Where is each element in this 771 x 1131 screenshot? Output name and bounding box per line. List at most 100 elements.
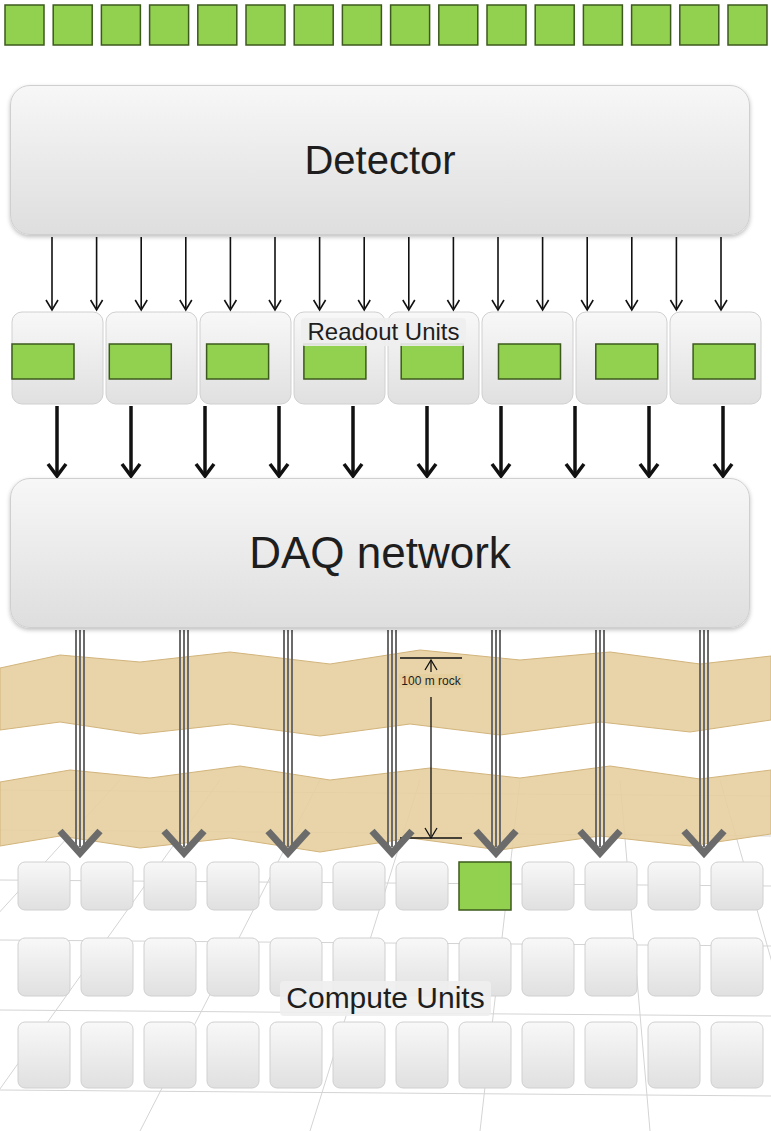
rock-band <box>0 650 771 736</box>
data-fragment-square <box>401 344 463 379</box>
compute-unit <box>270 862 322 910</box>
compute-unit <box>396 862 448 910</box>
rock-band <box>0 766 771 852</box>
readout-unit <box>670 312 761 404</box>
data-fragment-square <box>680 5 719 45</box>
arrow-head <box>492 300 504 310</box>
compute-unit <box>144 938 196 996</box>
readout-unit <box>200 312 291 404</box>
grid-line <box>0 1090 771 1096</box>
arrow-head <box>640 464 658 476</box>
flow-arrows <box>60 630 724 853</box>
compute-unit <box>18 938 70 996</box>
arrow-head <box>358 300 370 310</box>
arrow-shaft <box>283 630 285 847</box>
arrow-shaft <box>699 630 701 847</box>
compute-unit <box>18 1022 70 1088</box>
arrow-shaft <box>542 237 544 308</box>
compute-unit <box>711 1022 763 1088</box>
compute-unit <box>207 862 259 910</box>
data-fragment-square <box>596 344 658 379</box>
arrow-shaft <box>595 630 597 847</box>
readout-unit <box>12 312 103 404</box>
compute-unit <box>585 938 637 996</box>
arrow-shaft <box>425 406 429 474</box>
arrow-shaft <box>277 406 281 474</box>
data-fragment-square <box>53 5 92 45</box>
compute-unit <box>522 938 574 996</box>
arrow-head <box>418 464 436 476</box>
arrow-shaft <box>499 406 503 474</box>
arrow-head <box>269 300 281 310</box>
readout-unit-boxes <box>12 312 761 404</box>
arrow-shaft <box>351 406 355 474</box>
arrow-shaft <box>703 630 705 847</box>
compute-unit <box>270 1022 322 1088</box>
arrow-head <box>224 300 236 310</box>
arrow-shaft <box>83 630 85 847</box>
arrow-shaft <box>203 406 207 474</box>
arrow-shaft <box>230 237 232 308</box>
data-fragment-square <box>342 5 381 45</box>
data-fragment-square <box>439 5 478 45</box>
data-fragment-square <box>693 344 755 379</box>
flow-arrows <box>46 237 727 310</box>
arrow-shaft <box>129 406 133 474</box>
arrow-head <box>684 831 724 853</box>
arrow-shaft <box>453 237 455 308</box>
data-fragment-square <box>535 5 574 45</box>
compute-unit <box>207 938 259 996</box>
data-fragment-square <box>487 5 526 45</box>
daq-network-box: DAQ network <box>10 478 750 628</box>
arrow-shaft <box>274 237 276 308</box>
compute-unit <box>648 1022 700 1088</box>
arrow-head <box>715 300 727 310</box>
compute-unit <box>522 1022 574 1088</box>
arrow-shaft <box>387 630 389 847</box>
data-fragment-square <box>294 5 333 45</box>
compute-unit <box>711 862 763 910</box>
data-fragment-square <box>109 344 171 379</box>
arrow-shaft <box>96 237 98 308</box>
arrow-head <box>268 831 308 853</box>
arrow-head <box>180 300 192 310</box>
node-label: Detector <box>304 137 455 183</box>
node-label: Compute Units <box>280 981 490 1016</box>
arrow-shaft <box>721 406 725 474</box>
arrow-shaft <box>140 237 142 308</box>
data-fragment-square <box>391 5 430 45</box>
compute-unit <box>18 862 70 910</box>
arrow-shaft <box>391 630 393 847</box>
dimension-arrow <box>400 658 462 838</box>
compute-unit <box>522 862 574 910</box>
top-square-row <box>5 5 767 45</box>
compute-unit-boxes <box>18 862 763 1088</box>
arrow-head <box>476 831 516 853</box>
arrow-shaft <box>183 630 185 847</box>
data-fragment-square <box>5 5 44 45</box>
data-fragment-square <box>728 5 767 45</box>
arrow-shaft <box>573 406 577 474</box>
compute-unit <box>144 862 196 910</box>
data-fragment-square <box>583 5 622 45</box>
arrow-shaft <box>707 630 709 847</box>
compute-unit <box>396 1022 448 1088</box>
arrow-shaft <box>79 630 81 847</box>
arrow-head <box>447 300 459 310</box>
readout-unit <box>576 312 667 404</box>
arrow-shaft <box>291 630 293 847</box>
arrow-head <box>344 464 362 476</box>
arrow-shaft <box>75 630 77 847</box>
arrow-shaft <box>408 237 410 308</box>
arrow-head <box>372 831 412 853</box>
arrow-shaft <box>497 237 499 308</box>
arrow-shaft <box>603 630 605 847</box>
data-fragment-square <box>12 344 74 379</box>
arrow-head <box>580 831 620 853</box>
arrow-shaft <box>676 237 678 308</box>
compute-unit <box>81 862 133 910</box>
data-fragment-square <box>246 5 285 45</box>
arrow-shaft <box>51 237 53 308</box>
arrow-head <box>626 300 638 310</box>
arrow-shaft <box>720 237 722 308</box>
